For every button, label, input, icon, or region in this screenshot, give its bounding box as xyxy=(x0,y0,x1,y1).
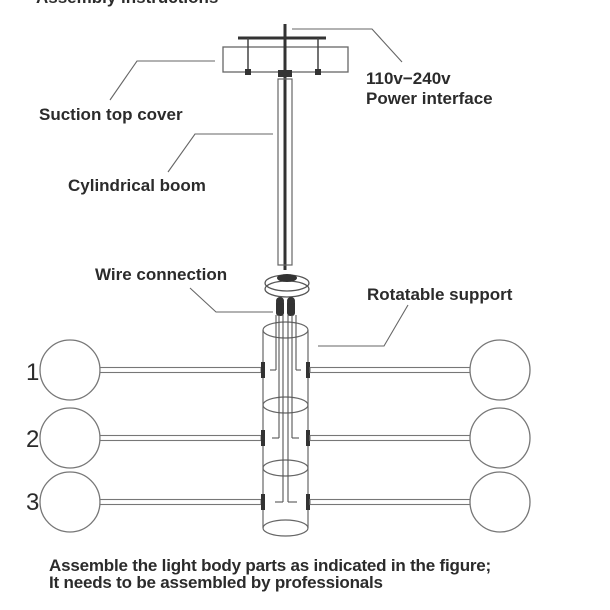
label-power-interface: Power interface xyxy=(366,89,493,108)
arm-mount-right-2 xyxy=(306,430,310,446)
leader-rotatable-support xyxy=(318,304,409,347)
arm-number-2: 2 xyxy=(26,426,39,453)
assembly-note: Assemble the light body parts as indicat… xyxy=(49,557,491,591)
label-power-voltage: 110v−240v xyxy=(366,69,451,88)
arm-mount-left-1 xyxy=(261,362,265,378)
arm-number-1: 1 xyxy=(26,359,39,386)
globe-left-1 xyxy=(39,339,101,401)
cylindrical-boom xyxy=(277,78,293,266)
diagram-title: Assembly instructions xyxy=(36,0,218,8)
arm-right-3 xyxy=(309,498,471,506)
label-rotatable-support: Rotatable support xyxy=(367,285,513,304)
globe-left-2 xyxy=(39,407,101,469)
leader-lines xyxy=(109,28,409,347)
globe-right-2 xyxy=(469,407,531,469)
arm-mount-left-3 xyxy=(261,494,265,510)
leader-cylindrical-boom xyxy=(167,133,273,173)
arms-group xyxy=(39,339,531,533)
globe-right-3 xyxy=(469,471,531,533)
arm-right-1 xyxy=(309,366,471,374)
wire-connector xyxy=(276,297,295,316)
arm-left-2 xyxy=(99,434,262,442)
rotatable-support xyxy=(262,315,309,537)
arm-mount-left-2 xyxy=(261,430,265,446)
leader-suction-top-cover xyxy=(109,60,215,101)
globe-right-1 xyxy=(469,339,531,401)
note-line-1: Assemble the light body parts as indicat… xyxy=(49,556,492,575)
globe-left-3 xyxy=(39,471,101,533)
arm-mount-right-3 xyxy=(306,494,310,510)
arm-left-1 xyxy=(99,366,262,374)
leader-wire-connection xyxy=(189,287,273,313)
arm-mount-right-1 xyxy=(306,362,310,378)
label-suction-top-cover: Suction top cover xyxy=(39,105,183,124)
note-line-2: It needs to be assembled by professional… xyxy=(49,573,383,592)
label-cylindrical-boom: Cylindrical boom xyxy=(68,176,206,195)
leader-power-interface xyxy=(292,28,403,63)
arm-right-2 xyxy=(309,434,471,442)
wire-connection-disk xyxy=(264,274,310,298)
arm-left-3 xyxy=(99,498,262,506)
arm-number-3: 3 xyxy=(26,489,39,516)
label-wire-connection: Wire connection xyxy=(95,265,227,284)
